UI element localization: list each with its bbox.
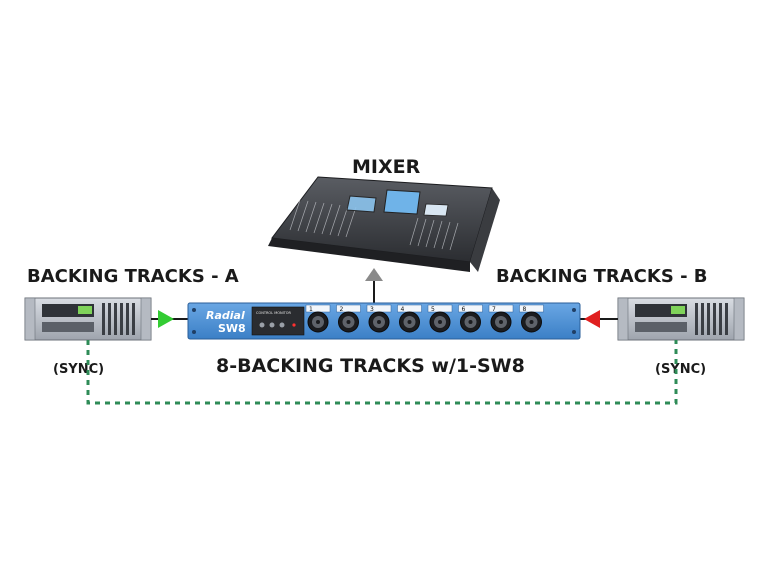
- xlr-channel-number: 1: [309, 306, 313, 313]
- device-monitor-label: CONTROL MONITOR: [256, 311, 292, 315]
- source-a-label: BACKING TRACKS - A: [27, 266, 239, 287]
- xlr-channel-8: 8: [519, 304, 544, 333]
- mixer-console: [268, 176, 500, 272]
- device-brand: Radial: [206, 309, 245, 322]
- mixer-label: MIXER: [352, 156, 421, 178]
- sync-label-right: (SYNC): [655, 362, 707, 377]
- xlr-channel-number: 4: [401, 306, 405, 313]
- xlr-channel-number: 6: [462, 306, 466, 313]
- recorder-b: [617, 297, 745, 341]
- xlr-channel-number: 8: [523, 306, 527, 313]
- sw8-rack-unit: Radial SW8 CONTROL MONITOR 1 2 3 4 5 6 7 8: [187, 302, 581, 340]
- recorder-a: [24, 297, 152, 341]
- xlr-channel-5: 5: [427, 304, 453, 333]
- xlr-channel-4: 4: [397, 304, 422, 333]
- xlr-channel-number: 3: [370, 306, 374, 313]
- xlr-connector-group: 1 2 3 4 5 6 7 8: [305, 304, 544, 333]
- device-model: SW8: [218, 322, 246, 335]
- xlr-channel-number: 7: [492, 306, 496, 313]
- xlr-channel-number: 2: [340, 306, 344, 313]
- xlr-channel-6: 6: [458, 304, 483, 333]
- xlr-channel-1: 1: [305, 304, 331, 333]
- caption: 8-BACKING TRACKS w/1-SW8: [216, 355, 525, 377]
- arrow-b-icon: [584, 310, 600, 328]
- xlr-channel-number: 5: [431, 306, 435, 313]
- mixer-arrow-icon: [365, 268, 383, 281]
- xlr-channel-7: 7: [488, 304, 514, 333]
- sync-label-left: (SYNC): [53, 362, 105, 377]
- xlr-channel-2: 2: [336, 304, 361, 333]
- source-b-label: BACKING TRACKS - B: [496, 266, 708, 287]
- sync-cable: [86, 340, 678, 405]
- arrow-a-icon: [158, 310, 174, 328]
- xlr-channel-3: 3: [366, 304, 392, 333]
